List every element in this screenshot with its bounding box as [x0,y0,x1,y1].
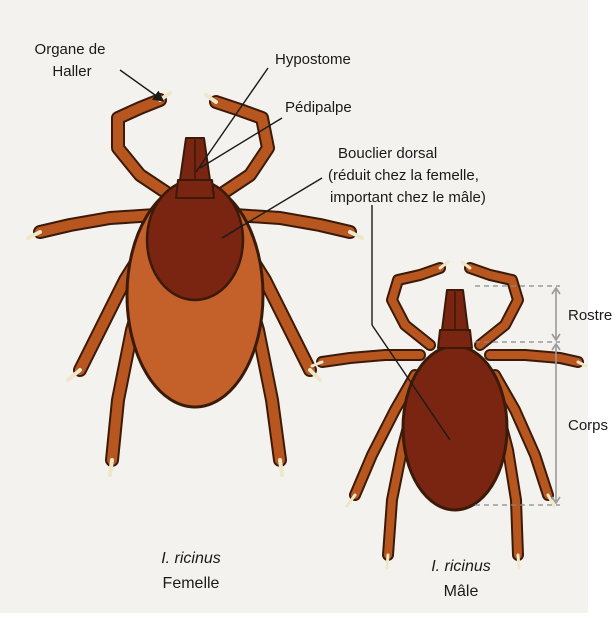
label-hypostome: Hypostome [275,51,351,68]
label-bouclier-line3: important chez le mâle) [330,189,486,206]
label-bouclier-line2: (réduit chez la femelle, [328,167,479,184]
label-rostre: Rostre [568,307,612,324]
male-capitulum [438,330,472,348]
male-body [403,346,507,510]
label-organe-line2: Haller [52,63,91,80]
female-capitulum [176,180,214,198]
caption-female-sex: Femelle [163,575,220,592]
label-corps: Corps [568,417,608,434]
caption-male-sex: Mâle [444,583,479,600]
label-pedipalpe: Pédipalpe [285,99,352,116]
label-bouclier-line1: Bouclier dorsal [338,145,437,162]
caption-male-species: I. ricinus [431,558,491,575]
caption-female-species: I. ricinus [161,550,221,567]
label-organe-line1: Organe de [35,41,106,58]
